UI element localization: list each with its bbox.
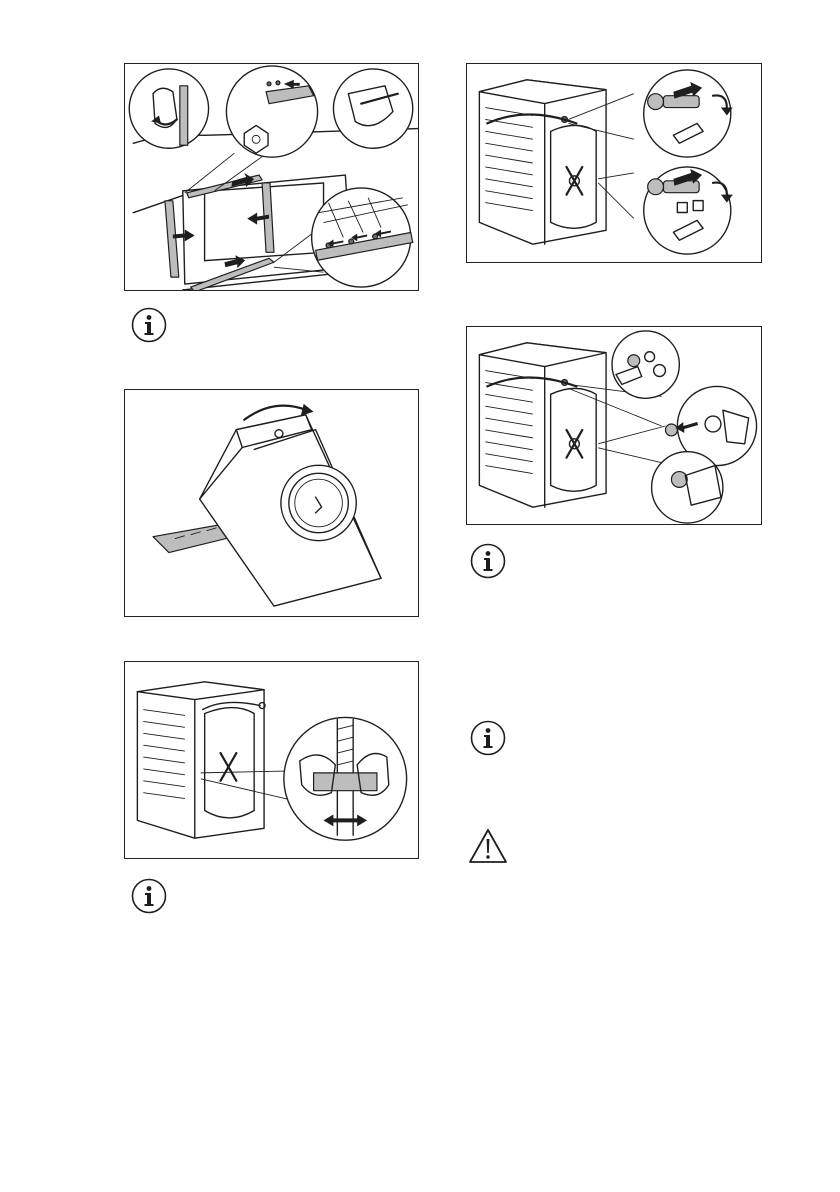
illustration-transit-brackets [125,64,418,290]
figure-remove-transit-brackets [124,63,419,291]
info-icon [470,720,506,756]
info-icon [131,307,167,343]
figure-release-hose-clips [124,661,419,859]
info-icon [470,543,506,579]
warning-icon [468,828,508,864]
figure-remove-bolts-spacers [466,63,762,263]
illustration-hole-caps [467,327,761,524]
illustration-release-hose-clips [125,662,418,858]
illustration-tilt-machine [125,390,418,616]
info-icon [131,878,167,914]
illustration-remove-bolts [467,64,761,262]
figure-tilt-machine [124,389,419,617]
figure-insert-hole-caps [466,326,762,525]
